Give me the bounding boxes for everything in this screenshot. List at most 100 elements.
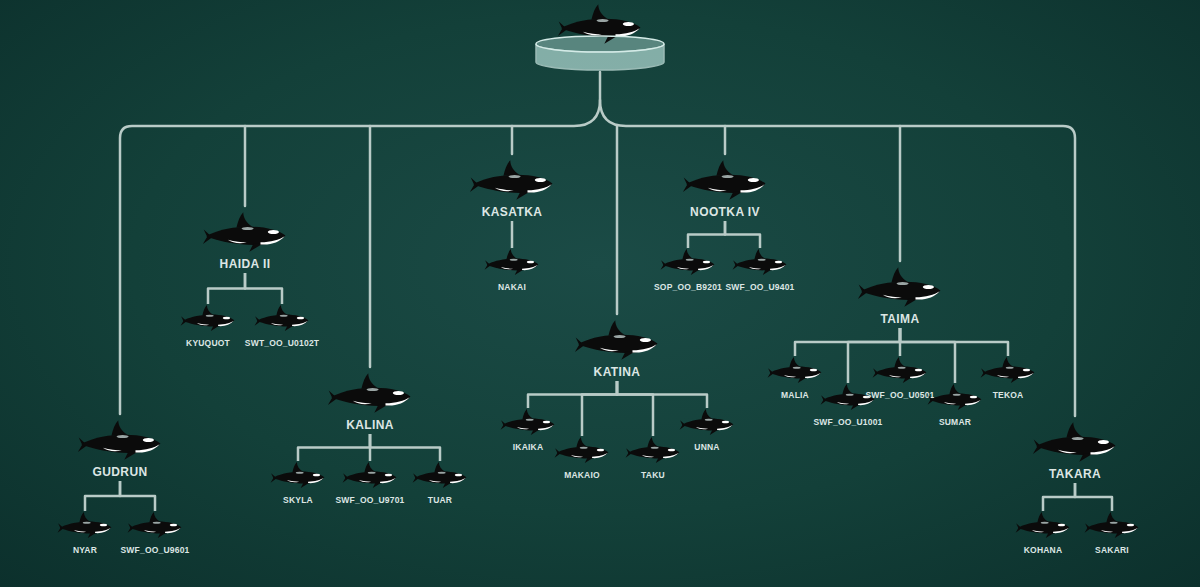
orca-name: SWF_OO_U9601 [120,545,189,555]
parent-orca: KATINA [570,318,664,380]
orca-shape [858,267,941,307]
orca-icon [57,511,113,539]
orca-shape [768,357,822,383]
orca-name: HAIDA II [220,257,271,271]
calf-orca: SWF_OO_U0501 [861,356,939,402]
orca-shape [271,462,325,488]
orca-icon [927,383,983,411]
tank-back [536,36,664,52]
calf-orca: TAKU [621,436,685,482]
orca-name: GUDRUN [92,465,147,479]
family-connector [1075,483,1112,511]
orca-icon [625,436,681,464]
orca-icon [500,408,556,436]
orca-shape [343,462,397,488]
orca-name: KATINA [594,365,641,379]
calf-orca: NAKAI [480,248,544,294]
orca-icon [342,461,398,489]
tank-line [369,126,372,367]
orca-icon [1084,511,1140,539]
orca-name: TAKU [641,470,665,480]
family-connector [120,481,155,511]
parent-orca: TAIMA [853,265,947,327]
calf-orca: KOHANA [1011,511,1075,557]
orca-name: SWT_OO_U0102T [245,338,319,348]
orca-name: SWF_OO_U1001 [813,417,882,427]
calf-orca: SUMAR [923,383,987,429]
orca-name: SWF_OO_U9401 [725,282,794,292]
orca-shape [1085,512,1139,538]
orca-name: KALINA [346,418,394,432]
orca-shape [555,437,609,463]
calf-orca: SWF_OO_U9601 [116,511,194,557]
orca-shape [981,357,1035,383]
orca-name: TUAR [428,495,452,505]
family-connector [511,221,514,248]
orca-name: NOOTKA IV [690,205,760,219]
calf-orca: TEKOA [976,356,1040,402]
orca-shape [661,249,715,275]
orca-shape [1033,422,1116,462]
orca-name: MAKAIO [564,470,600,480]
family-connector [900,328,1008,356]
orca-name: UNNA [694,442,719,452]
orca-shape [928,384,982,410]
family-connector [85,481,120,511]
orca-icon [180,304,236,332]
orca-name: MALIA [781,390,809,400]
orca-name: TAIMA [880,312,919,326]
family-connector [617,381,707,408]
orca-name: KYUQUOT [186,338,230,348]
orca-icon [469,158,555,202]
tank-lines [120,72,1075,416]
tank-line [600,100,1075,416]
orca-icon [980,356,1036,384]
orca-icon [270,461,326,489]
orca-shape [1016,512,1070,538]
calf-orca: NYAR [53,511,117,557]
calf-orca: SAKARI [1080,511,1144,557]
orca-shape [873,357,927,383]
orca-shape [470,160,553,200]
calf-orca: TUAR [408,461,472,507]
orca-shape [255,305,309,331]
orca-icon [127,511,183,539]
orca-tank [536,4,664,70]
family-connector [298,434,370,461]
family-connector [725,221,760,248]
orca-icon [660,248,716,276]
calf-orca: SWF_OO_U9701 [331,461,409,507]
family-connector [688,221,725,248]
tank-line [724,126,727,154]
orca-name: NAKAI [498,282,526,292]
orca-icon [732,248,788,276]
orca-shape [733,249,787,275]
orca-icon [574,318,660,362]
orca-shape [626,437,680,463]
orca-icon [554,436,610,464]
family-connector [208,273,245,304]
orca-name: SUMAR [939,417,971,427]
calf-orca: KYUQUOT [176,304,240,350]
family-connector [617,381,653,436]
orca-name: SKYLA [283,495,313,505]
orca-name: TAKARA [1049,467,1101,481]
calf-orca: MAKAIO [550,436,614,482]
orca-icon [1015,511,1071,539]
orca-shape [683,160,766,200]
family-connector [582,381,617,436]
orca-name: KASATKA [482,205,543,219]
orca-icon [484,248,540,276]
parent-orca: GUDRUN [73,418,167,480]
orca-icon [679,408,735,436]
orca-name: IKAIKA [513,442,543,452]
orca-icon [77,418,163,462]
orca-name: KOHANA [1024,545,1063,555]
orca-icon [412,461,468,489]
orca-shape [680,409,734,435]
orca-icon [327,371,413,415]
orca-icon [767,356,823,384]
